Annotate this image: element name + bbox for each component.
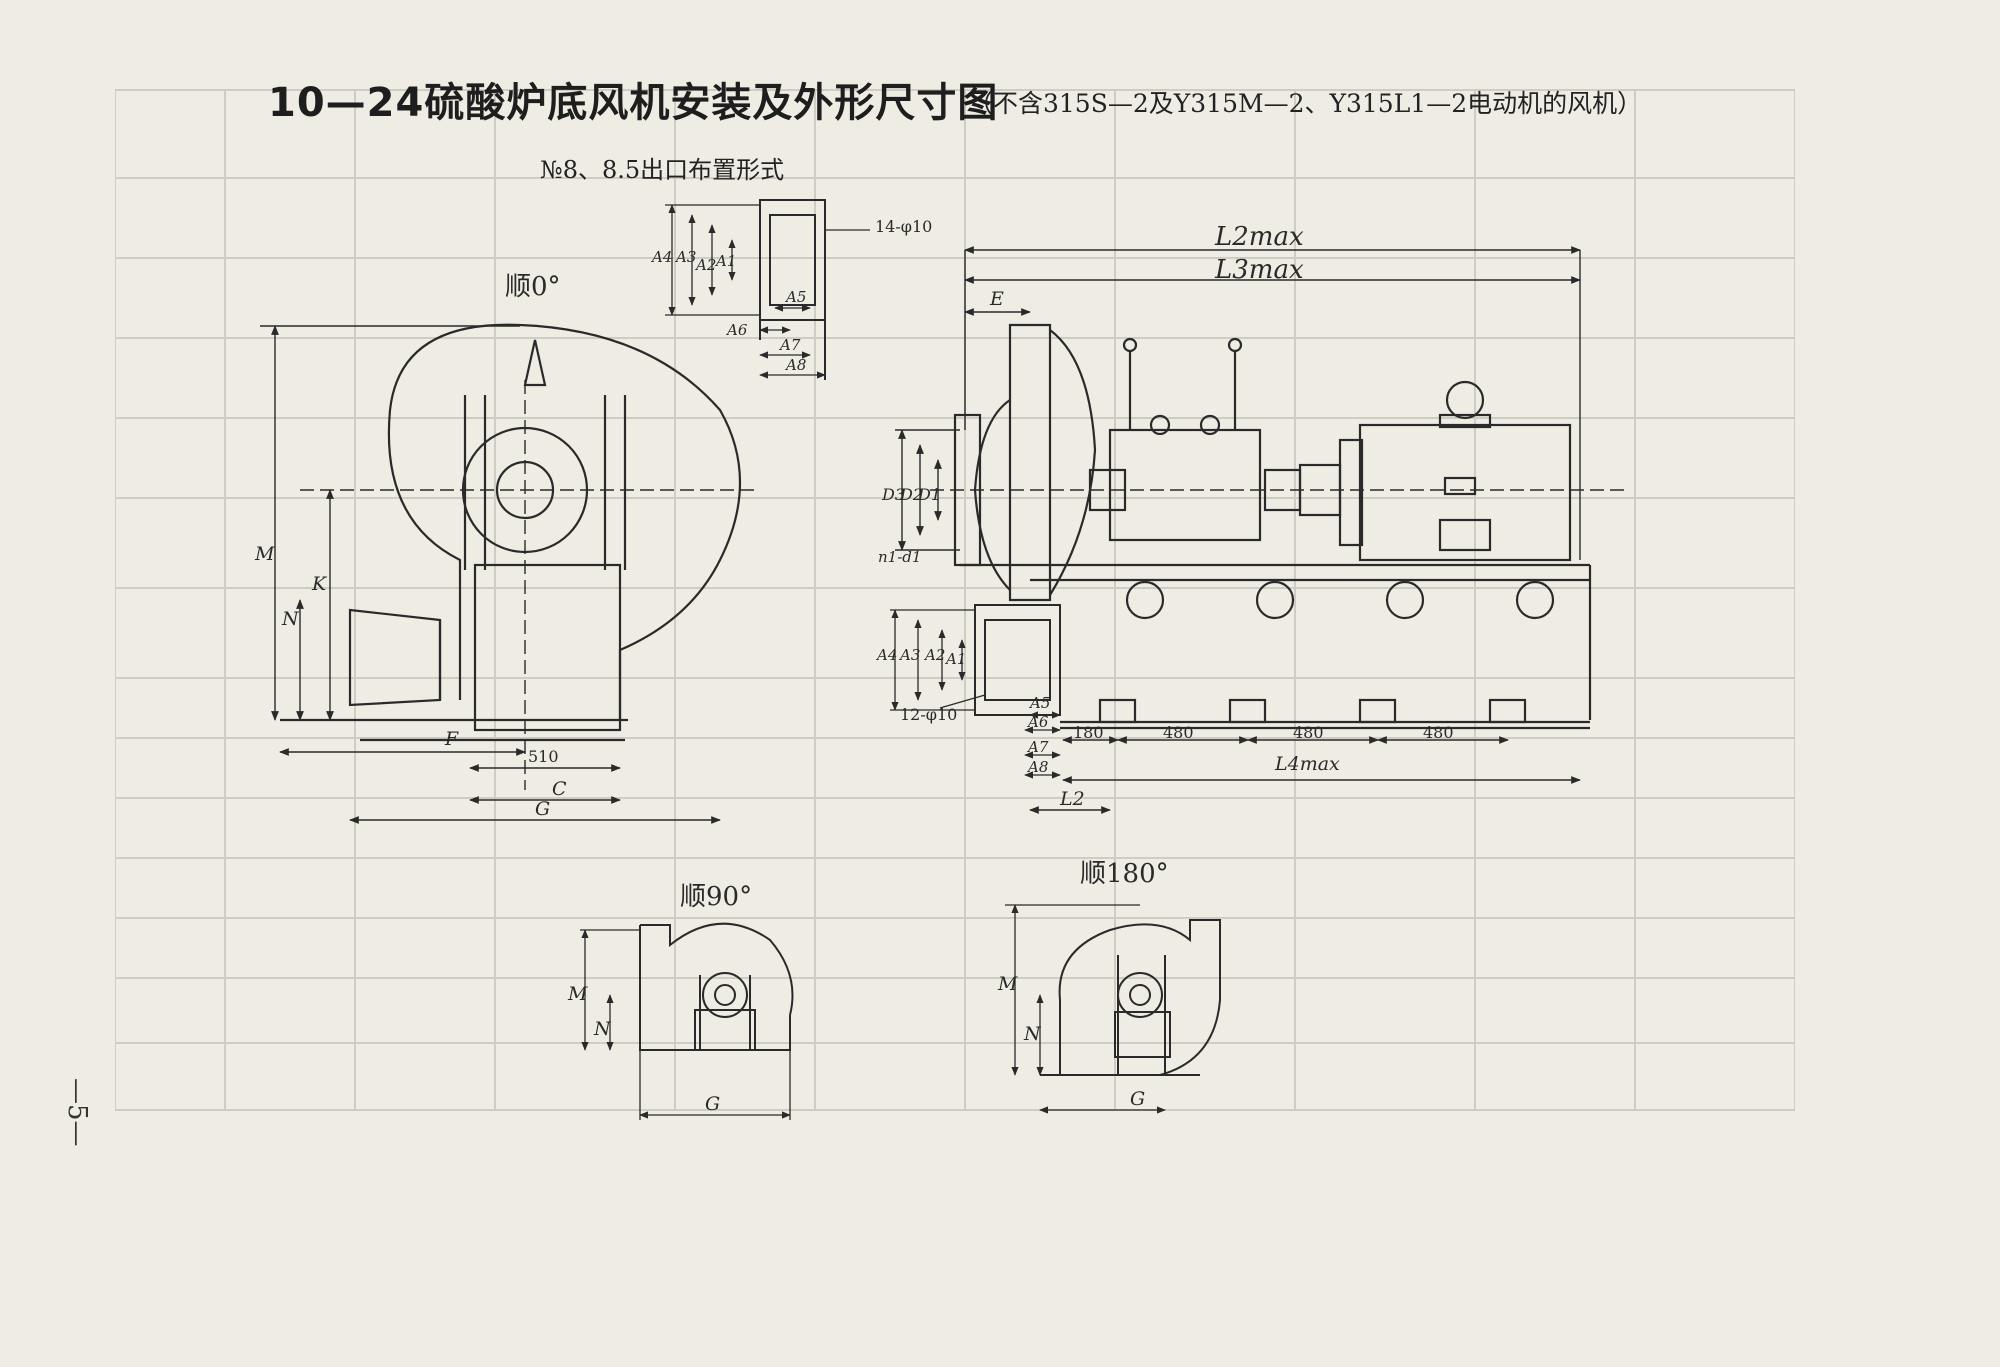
inlet-label-a2: A2: [923, 646, 945, 664]
outlet-layout-caption: №8、8.5出口布置形式: [540, 156, 785, 184]
front-label-g: G: [535, 798, 550, 820]
outlet-label-a3: A3: [674, 248, 696, 266]
side-label-l2max: L2max: [1214, 222, 1304, 252]
rotation-180-view: [1005, 904, 1221, 1114]
inlet-label-a3: A3: [898, 646, 920, 664]
side-fan-casing: [1008, 323, 1052, 602]
side-label-d1: D1: [917, 485, 941, 504]
side-motor: [1358, 423, 1572, 562]
outlet-flange-view: [665, 199, 870, 380]
front-view-rotation: 顺0°: [505, 272, 561, 302]
inlet-label-a7: A7: [1026, 738, 1049, 756]
side-spacing-3: 480: [1293, 723, 1324, 742]
outlet-label-a6: A6: [725, 321, 748, 339]
rotation-180-label-n: N: [1023, 1023, 1042, 1045]
front-dim-510: 510: [528, 747, 559, 766]
outlet-label-a8: A8: [784, 356, 806, 374]
inlet-label-a8: A8: [1026, 758, 1048, 776]
inlet-label-a4: A4: [875, 646, 897, 664]
inlet-label-a5: A5: [1028, 694, 1050, 712]
front-volute: [387, 323, 741, 720]
outlet-flange-holes: 14-φ10: [875, 217, 932, 236]
side-label-l3max: L3max: [1214, 255, 1304, 285]
rotation-90-view: [580, 922, 794, 1120]
rotation-90-label-n: N: [593, 1018, 612, 1040]
outlet-label-a1: A1: [714, 252, 736, 270]
rotation-90-label: 顺90°: [680, 882, 752, 912]
page-subtitle: （不含315S—2及Y315M—2、Y315L1—2电动机的风机）: [968, 89, 1643, 118]
front-label-k: K: [311, 573, 328, 595]
side-label-n1d1: n1-d1: [878, 548, 921, 566]
front-label-m: M: [254, 543, 275, 565]
side-bearing-housing: [1108, 428, 1262, 542]
side-label-e: E: [989, 288, 1004, 310]
rotation-90-label-g: G: [705, 1093, 720, 1115]
side-label-l4max: L4max: [1274, 753, 1340, 775]
side-label-d2: D2: [899, 485, 923, 504]
side-label-l2: L2: [1059, 788, 1085, 810]
outlet-label-a2: A2: [694, 256, 716, 274]
front-view: [260, 323, 760, 824]
outlet-label-a4: A4: [650, 248, 672, 266]
page-number: —5—: [62, 1078, 92, 1147]
outlet-label-a5: A5: [784, 288, 806, 306]
inlet-label-a1: A1: [944, 650, 966, 668]
front-label-c: C: [552, 778, 567, 800]
rotation-180-label-m: M: [997, 973, 1018, 995]
inlet-label-a6: A6: [1026, 713, 1049, 731]
side-spacing-2: 480: [1163, 723, 1194, 742]
side-view: [895, 246, 1630, 814]
page-title: 10—24硫酸炉底风机安装及外形尺寸图: [268, 80, 999, 126]
side-spacing-4: 480: [1423, 723, 1454, 742]
side-spacing-1: 180: [1073, 723, 1104, 742]
inlet-flange-view: [890, 604, 1061, 779]
front-label-f: F: [444, 728, 459, 750]
side-label-d3: D3: [881, 485, 905, 504]
rotation-90-label-m: M: [567, 983, 588, 1005]
front-label-n: N: [281, 608, 300, 630]
inlet-flange-holes: 12-φ10: [900, 705, 957, 724]
front-inlet-cone: [348, 608, 442, 707]
rotation-180-label-g: G: [1130, 1088, 1145, 1110]
rotation-180-label: 顺180°: [1080, 859, 1169, 889]
front-bearing-frame: [473, 563, 622, 732]
outlet-label-a7: A7: [778, 336, 801, 354]
